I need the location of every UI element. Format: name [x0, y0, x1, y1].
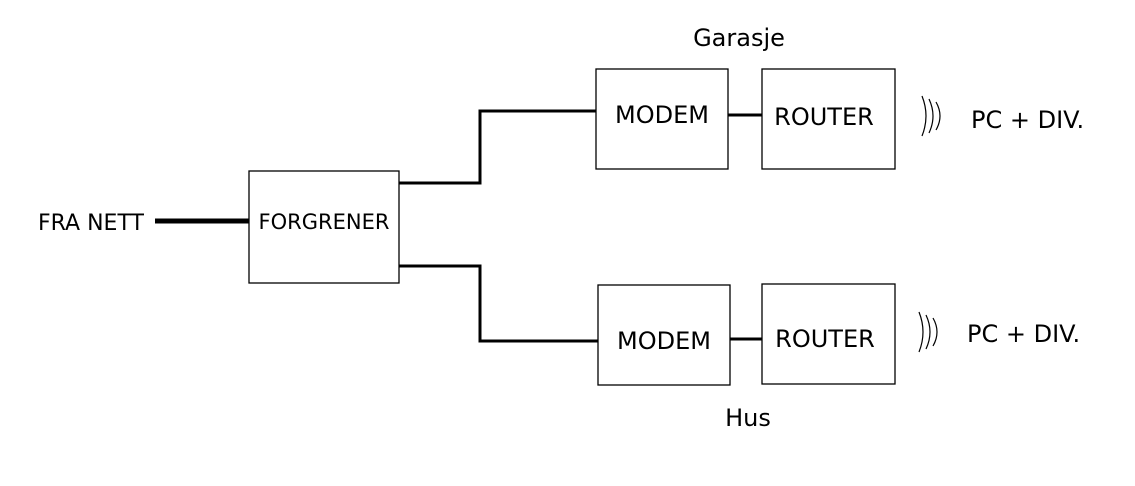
wifi-signal-icon — [921, 95, 941, 137]
modem-label-garage: MODEM — [615, 101, 709, 129]
router-box-garage: ROUTER — [761, 68, 896, 170]
modem-box-garage: MODEM — [595, 68, 729, 170]
splitter-label: FORGRENER — [259, 210, 390, 234]
modem-label-house: MODEM — [617, 327, 711, 355]
cable-to-house — [399, 264, 598, 343]
splitter-box: FORGRENER — [248, 170, 400, 284]
devices-label-house: PC + DIV. — [967, 320, 1080, 348]
source-label: FRA NETT — [38, 211, 145, 236]
location-label-garage: Garasje — [693, 24, 785, 52]
modem-box-house: MODEM — [597, 284, 731, 386]
router-label-garage: ROUTER — [774, 103, 874, 131]
cable-to-garage — [399, 109, 596, 185]
devices-label-garage: PC + DIV. — [971, 106, 1084, 134]
router-label-house: ROUTER — [775, 325, 875, 353]
wifi-signal-icon — [918, 311, 938, 353]
location-label-house: Hus — [725, 404, 771, 432]
router-box-house: ROUTER — [761, 283, 896, 385]
